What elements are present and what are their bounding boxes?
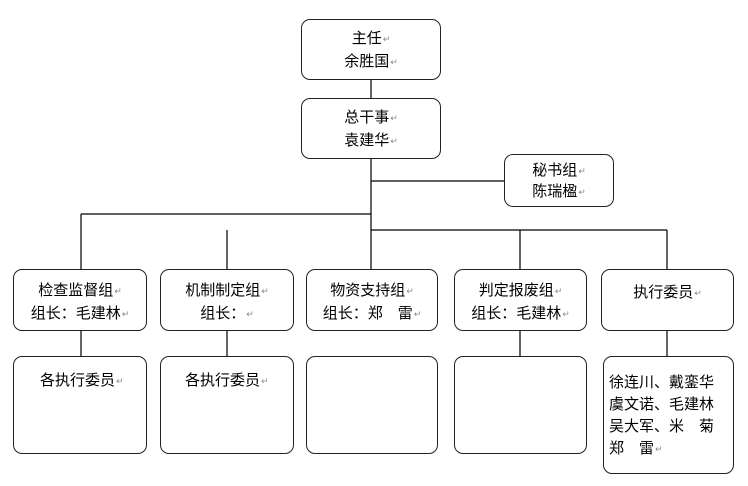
- general-secretary-title: 总干事: [344, 108, 390, 126]
- secretariat-name: 陈瑞楹: [532, 182, 578, 200]
- mechanism-group-node: 机制制定组↵ 组长：↵: [160, 269, 294, 331]
- secretariat-title: 秘书组: [532, 161, 578, 179]
- executive-title: 执行委员: [633, 283, 694, 301]
- mechanism-group-leader: 组长：: [200, 304, 246, 322]
- director-name: 余胜国: [344, 52, 390, 70]
- general-secretary-node: 总干事↵ 袁建华↵: [301, 98, 441, 159]
- executive-member-line: 徐连川、戴銮华: [609, 373, 715, 391]
- director-node: 主任↵ 余胜国↵: [301, 19, 441, 80]
- inspection-group-title: 检查监督组: [38, 281, 114, 299]
- executive-member-line: 吴大军、米 菊: [609, 417, 715, 435]
- executive-members-node: 徐连川、戴銮华 虞文诺、毛建林 吴大军、米 菊 郑 雷↵: [603, 356, 734, 474]
- supplies-group-title: 物资支持组: [330, 281, 406, 299]
- mechanism-members-node: 各执行委员↵: [160, 356, 294, 454]
- scrap-group-title: 判定报废组: [478, 281, 554, 299]
- mechanism-group-title: 机制制定组: [185, 281, 261, 299]
- director-title: 主任: [351, 29, 382, 47]
- inspection-members-text: 各执行委员: [40, 371, 116, 389]
- scrap-members-node: [454, 356, 587, 454]
- supplies-members-node: [306, 356, 438, 454]
- scrap-group-node: 判定报废组↵ 组长：毛建林↵: [454, 269, 587, 331]
- inspection-members-node: 各执行委员↵: [13, 356, 147, 454]
- executive-node: 执行委员↵: [601, 269, 734, 331]
- executive-members-list: 徐连川、戴銮华 虞文诺、毛建林 吴大军、米 菊 郑 雷↵: [609, 373, 715, 457]
- general-secretary-name: 袁建华: [344, 131, 390, 149]
- executive-member-line: 虞文诺、毛建林: [609, 395, 715, 413]
- executive-member-line: 郑 雷: [609, 439, 655, 457]
- inspection-group-node: 检查监督组↵ 组长：毛建林↵: [13, 269, 147, 331]
- inspection-group-leader: 组长：毛建林: [30, 304, 121, 322]
- secretariat-node: 秘书组↵ 陈瑞楹↵: [504, 154, 614, 207]
- supplies-group-node: 物资支持组↵ 组长：郑 雷↵: [306, 269, 438, 331]
- supplies-group-leader: 组长：郑 雷: [322, 304, 413, 322]
- mechanism-members-text: 各执行委员: [185, 371, 261, 389]
- scrap-group-leader: 组长：毛建林: [471, 304, 562, 322]
